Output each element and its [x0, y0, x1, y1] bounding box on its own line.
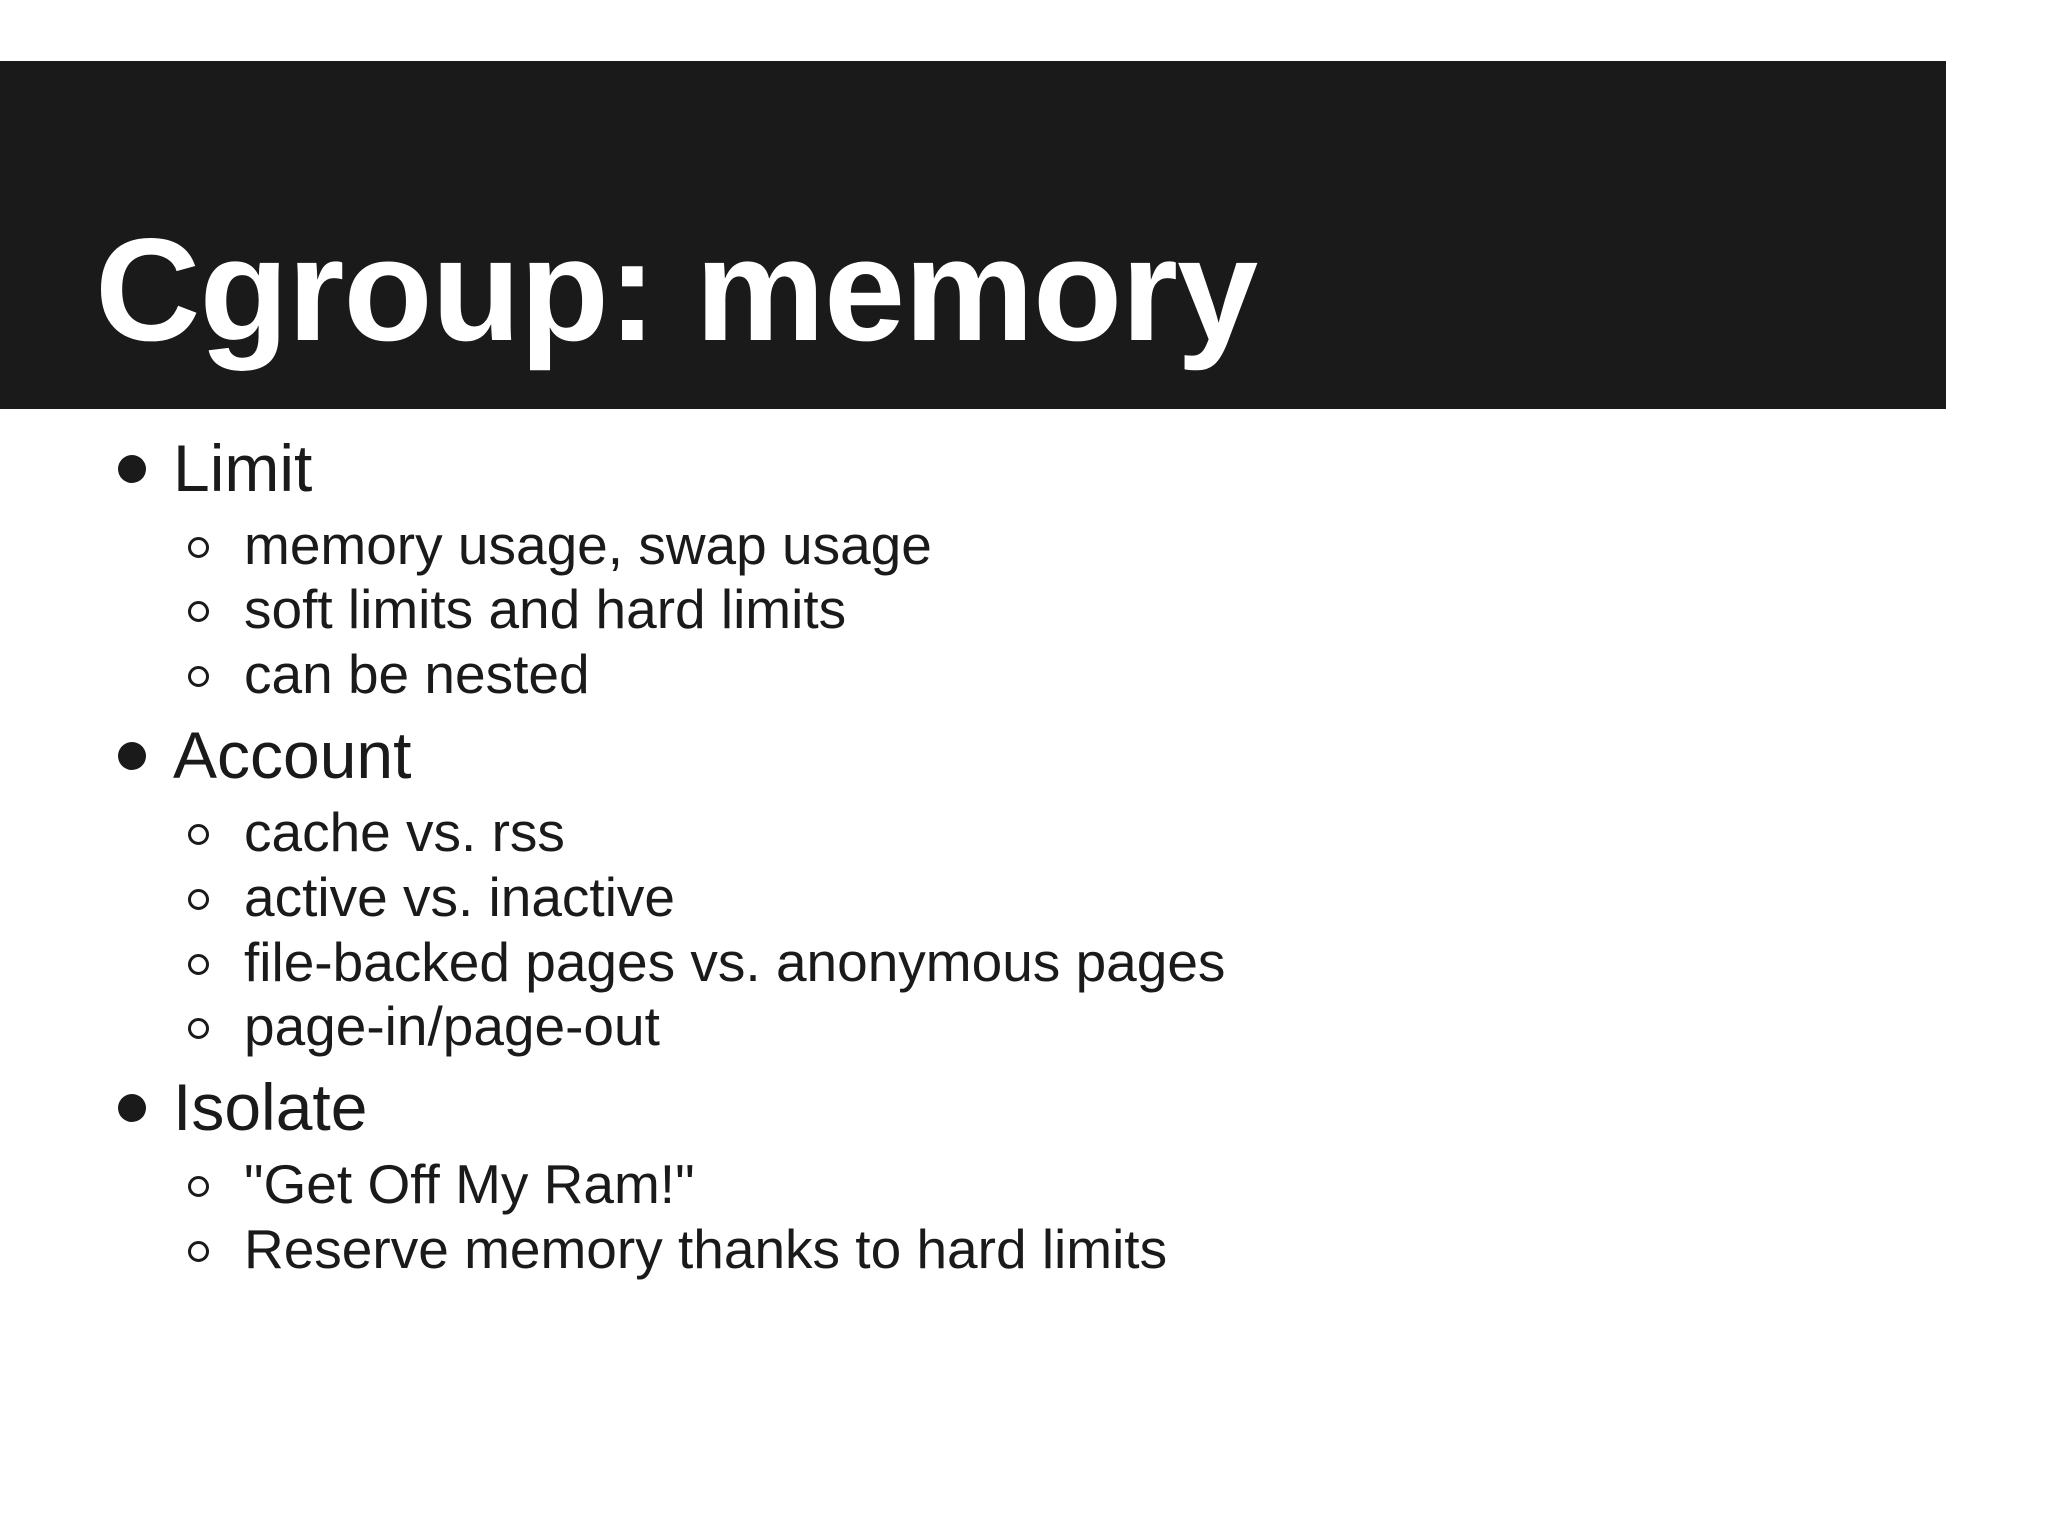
bullet-list-level-2: memory usage, swap usage soft limits and… [0, 513, 2048, 708]
list-item: cache vs. rss [0, 800, 2048, 865]
sub-bullet-row: cache vs. rss [0, 800, 2048, 865]
list-item: Account cache vs. rss active vs. inactiv… [0, 717, 2048, 1059]
filled-disc-icon [118, 1087, 173, 1129]
list-item: page-in/page-out [0, 994, 2048, 1059]
sub-bullet-label: soft limits and hard limits [244, 578, 847, 641]
filled-disc-icon [118, 735, 173, 777]
bullet-row-limit: Limit [0, 430, 2048, 507]
filled-disc-icon [118, 448, 173, 490]
title-banner: Cgroup: memory [0, 61, 1946, 409]
list-item: file-backed pages vs. anonymous pages [0, 930, 2048, 995]
bullet-list-level-1: Limit memory usage, swap usage soft limi… [0, 430, 2048, 1282]
bullet-list-level-2: "Get Off My Ram!" Reserve memory thanks … [0, 1152, 2048, 1282]
sub-bullet-label: page-in/page-out [244, 995, 660, 1058]
bullet-label: Isolate [173, 1070, 368, 1145]
slide-body: Limit memory usage, swap usage soft limi… [0, 430, 2048, 1292]
list-item: memory usage, swap usage [0, 513, 2048, 578]
sub-bullet-label: "Get Off My Ram!" [244, 1152, 695, 1215]
hollow-circle-icon [188, 636, 244, 701]
sub-bullet-label: active vs. inactive [244, 865, 676, 928]
sub-bullet-row: file-backed pages vs. anonymous pages [0, 930, 2048, 995]
bullet-label: Limit [173, 431, 313, 505]
sub-bullet-row: "Get Off My Ram!" [0, 1152, 2048, 1217]
sub-bullet-row: soft limits and hard limits [0, 577, 2048, 642]
list-item: "Get Off My Ram!" [0, 1152, 2048, 1217]
sub-bullet-row: page-in/page-out [0, 994, 2048, 1059]
bullet-label: Account [173, 718, 412, 793]
hollow-circle-icon [188, 507, 244, 572]
list-item: Limit memory usage, swap usage soft limi… [0, 430, 2048, 707]
page-title: Cgroup: memory [95, 208, 1258, 372]
sub-bullet-label: memory usage, swap usage [244, 513, 932, 576]
list-item: Isolate "Get Off My Ram!" Reserve memory… [0, 1069, 2048, 1281]
sub-bullet-label: cache vs. rss [244, 800, 565, 863]
sub-bullet-label: file-backed pages vs. anonymous pages [244, 930, 1226, 993]
list-item: active vs. inactive [0, 865, 2048, 930]
list-item: soft limits and hard limits [0, 577, 2048, 642]
hollow-circle-icon [188, 571, 244, 636]
sub-bullet-row: can be nested [0, 642, 2048, 707]
sub-bullet-row: Reserve memory thanks to hard limits [0, 1217, 2048, 1282]
bullet-row-account: Account [0, 717, 2048, 794]
sub-bullet-label: Reserve memory thanks to hard limits [244, 1217, 1168, 1280]
sub-bullet-row: memory usage, swap usage [0, 513, 2048, 578]
hollow-circle-icon [188, 859, 244, 924]
hollow-circle-icon [188, 1211, 244, 1276]
bullet-list-level-2: cache vs. rss active vs. inactive file-b… [0, 800, 2048, 1060]
sub-bullet-row: active vs. inactive [0, 865, 2048, 930]
hollow-circle-icon [188, 924, 244, 989]
sub-bullet-label: can be nested [244, 643, 590, 706]
hollow-circle-icon [188, 794, 244, 859]
bullet-row-isolate: Isolate [0, 1069, 2048, 1146]
hollow-circle-icon [188, 1146, 244, 1211]
list-item: Reserve memory thanks to hard limits [0, 1217, 2048, 1282]
hollow-circle-icon [188, 988, 244, 1053]
list-item: can be nested [0, 642, 2048, 707]
